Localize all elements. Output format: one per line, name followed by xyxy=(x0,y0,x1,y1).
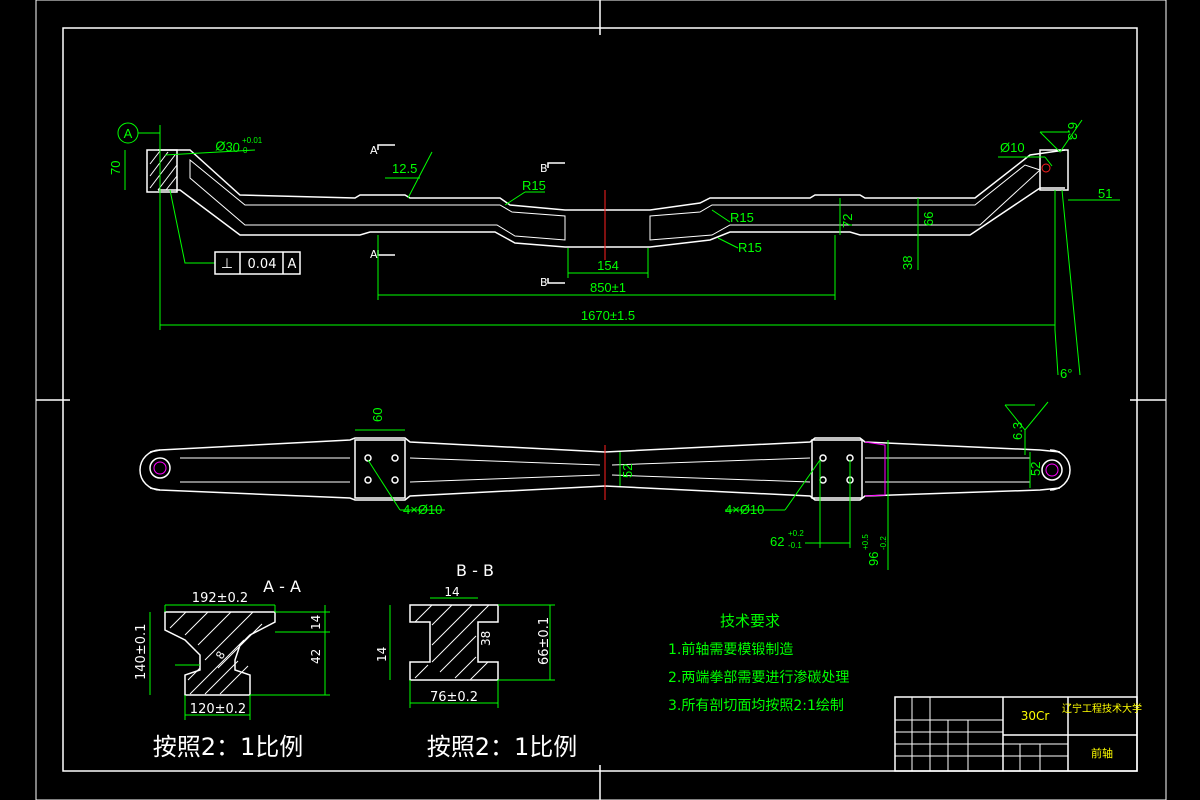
title-material: 30Cr xyxy=(1021,709,1050,723)
roughness-right: 6.3 xyxy=(1065,122,1080,140)
dim-62-tol-minus: -0.1 xyxy=(788,541,802,550)
dim-r15-right-top: R15 xyxy=(730,210,754,225)
section-bb-dim-bottom: 76±0.2 xyxy=(430,690,478,705)
section-b-marker-top: B xyxy=(540,162,548,175)
section-bb-hatch xyxy=(414,604,490,681)
roughness-top: 6.3 xyxy=(1010,422,1025,440)
section-a-marker-bottom: A xyxy=(370,248,378,261)
section-b-marker-bottom: B xyxy=(540,276,548,289)
section-aa-dim-bottom: 120±0.2 xyxy=(190,702,246,717)
section-aa-dim-top: 192±0.2 xyxy=(192,591,248,606)
right-boss xyxy=(1039,149,1069,191)
axle-outline-lower xyxy=(158,187,1065,248)
drawing-frame xyxy=(35,0,1167,800)
front-view: A 70 Ø30 +0.01 0 ⊥ 0.04 A A A B B 12.5 xyxy=(108,119,1120,381)
dim-66: 66 xyxy=(921,212,936,226)
dim-850: 850±1 xyxy=(590,280,626,295)
section-aa-shape xyxy=(164,611,276,696)
dim-52-right: 52 xyxy=(1028,462,1043,476)
left-spring-pad xyxy=(354,439,406,499)
tolerance-frame xyxy=(214,251,301,275)
dim-bore-left-tol-minus: 0 xyxy=(243,146,248,155)
dim-1670: 1670±1.5 xyxy=(581,308,635,323)
dim-52-mid: 52 xyxy=(620,464,635,478)
dim-38: 38 xyxy=(900,256,915,270)
angle-6: 6° xyxy=(1060,366,1072,381)
left-boss-hatch xyxy=(149,150,178,191)
tech-req-item: 1.前轴需要模锻制造 xyxy=(668,641,793,658)
right-pad-holes xyxy=(819,454,854,484)
holes-right: 4×Ø10 xyxy=(725,502,764,517)
dim-70: 70 xyxy=(108,161,123,175)
section-bb-dim-14-left: 14 xyxy=(375,647,389,662)
section-aa-title: A - A xyxy=(263,577,301,596)
dim-12-5: 12.5 xyxy=(392,161,417,176)
axle-outline-upper xyxy=(158,149,1066,211)
tech-req-item: 3.所有剖切面均按照2:1绘制 xyxy=(668,698,844,714)
section-aa-hatch xyxy=(169,611,263,695)
dim-72: 72 xyxy=(840,214,855,228)
axle-inner-upper xyxy=(189,158,566,241)
left-pad-holes xyxy=(364,454,399,484)
tech-req-item: 2.两端拳部需要进行渗碳处理 xyxy=(668,670,849,686)
section-aa-dim-42: 42 xyxy=(309,649,323,664)
dim-96-tol-minus: -0.2 xyxy=(879,536,888,550)
section-a-marker-top: A xyxy=(370,144,378,157)
dim-96-tol-plus: +0.5 xyxy=(861,534,870,550)
right-boss-hole xyxy=(1041,163,1051,173)
dim-bore-right: Ø10 xyxy=(1000,140,1025,155)
title-school: 辽宁工程技术大学 xyxy=(1062,702,1142,715)
holes-left: 4×Ø10 xyxy=(403,502,442,517)
technical-requirements: 技术要求 1.前轴需要模锻制造 2.两端拳部需要进行渗碳处理 3.所有剖切面均按… xyxy=(668,612,849,714)
section-bb-dim-38: 38 xyxy=(479,631,493,646)
dim-60: 60 xyxy=(370,408,385,422)
title-block: 30Cr 辽宁工程技术大学 前轴 xyxy=(894,696,1142,772)
section-bb-title: B - B xyxy=(456,561,494,580)
dim-96: 96 xyxy=(866,552,881,566)
left-end-bore xyxy=(149,457,171,479)
tolerance-datum: A xyxy=(288,257,297,272)
dim-bore-left-tol-plus: +0.01 xyxy=(242,136,263,145)
tolerance-value: 0.04 xyxy=(248,257,277,272)
dim-bore-left: Ø30 xyxy=(215,138,241,155)
dim-r15-left: R15 xyxy=(522,178,546,193)
section-aa-dim-14: 14 xyxy=(309,615,323,630)
section-aa: A - A 192±0.2 140±0.1 14 42 8 xyxy=(134,577,330,761)
datum-a-label: A xyxy=(124,126,133,141)
dim-62-tol-plus: +0.2 xyxy=(788,529,804,538)
section-aa-scale-note: 按照2：1比例 xyxy=(153,733,304,761)
left-boss xyxy=(146,149,178,193)
tolerance-symbol: ⊥ xyxy=(221,256,233,272)
right-end-bore xyxy=(1041,459,1063,481)
tech-req-title: 技术要求 xyxy=(720,612,780,630)
dim-154: 154 xyxy=(597,258,619,273)
dim-62: 62 xyxy=(770,534,784,549)
top-view: 60 52 52 4×Ø10 4×Ø10 62 +0.2 -0.1 96 +0.… xyxy=(139,401,1071,570)
section-bb-scale-note: 按照2：1比例 xyxy=(427,733,578,761)
dim-r15-right-bottom: R15 xyxy=(738,240,762,255)
right-spring-pad xyxy=(811,439,863,499)
dim-51: 51 xyxy=(1098,186,1112,201)
section-bb: B - B 14 14 38 66±0.1 76±0.2 按照2：1比例 xyxy=(375,561,577,761)
section-bb-dim-66: 66±0.1 xyxy=(537,617,552,665)
section-aa-dim-height: 140±0.1 xyxy=(134,624,149,680)
section-bb-dim-14-top: 14 xyxy=(444,585,459,599)
title-part-name: 前轴 xyxy=(1091,746,1113,760)
